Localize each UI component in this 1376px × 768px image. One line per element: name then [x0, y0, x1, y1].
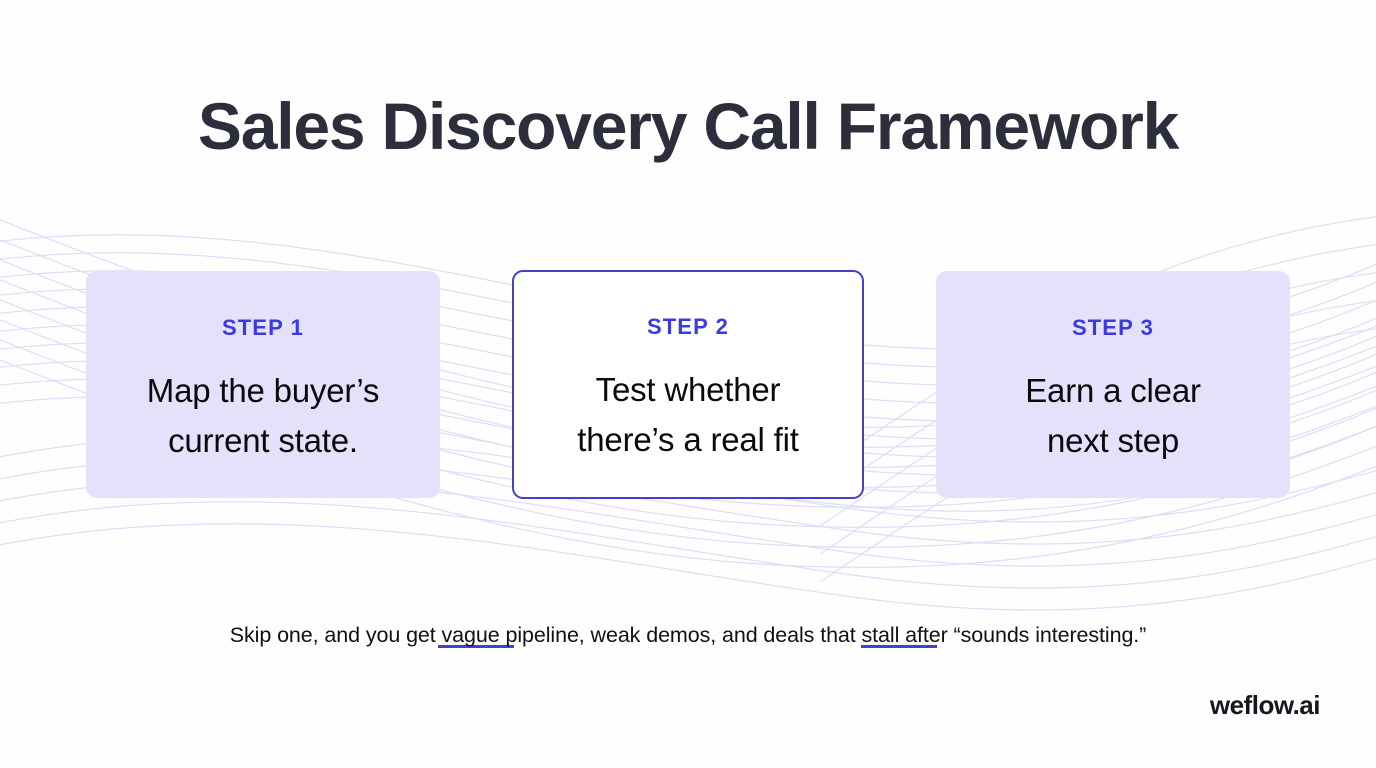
step-3-label: STEP 3	[1071, 315, 1154, 340]
slide-caption: Skip one, and you get vague pipeline, we…	[229, 623, 1147, 647]
page-title: Sales Discovery Call Framework	[197, 89, 1179, 163]
connector-step1-step2	[438, 645, 514, 648]
step-1-label: STEP 1	[221, 315, 304, 340]
step-3-body-line-2: next step	[1046, 422, 1180, 460]
step-1-body-line-1: Map the buyer’s	[146, 372, 380, 409]
step-card-3[interactable]: STEP 3 Earn a clear next step	[936, 271, 1290, 498]
step-1-body-line-2: current state.	[168, 422, 358, 460]
steps-row: STEP 1 Map the buyer’s current state. ST…	[0, 262, 1376, 648]
step-2-body: Test whether there’s a real fit	[563, 365, 812, 465]
step-2-label: STEP 2	[646, 314, 729, 339]
step-3-body-line-1: Earn a clear	[1025, 372, 1201, 409]
brand-logo: weflow.ai	[1209, 690, 1321, 720]
step-2-body-line-2: there’s a real fit	[577, 421, 799, 459]
step-2-body-line-1: Test whether	[595, 371, 781, 408]
step-3-body: Earn a clear next step	[1011, 366, 1215, 466]
step-1-body: Map the buyer’s current state.	[133, 366, 393, 466]
connector-step2-step3	[861, 645, 937, 648]
step-card-2[interactable]: STEP 2 Test whether there’s a real fit	[512, 270, 864, 499]
step-card-1[interactable]: STEP 1 Map the buyer’s current state.	[86, 271, 440, 498]
